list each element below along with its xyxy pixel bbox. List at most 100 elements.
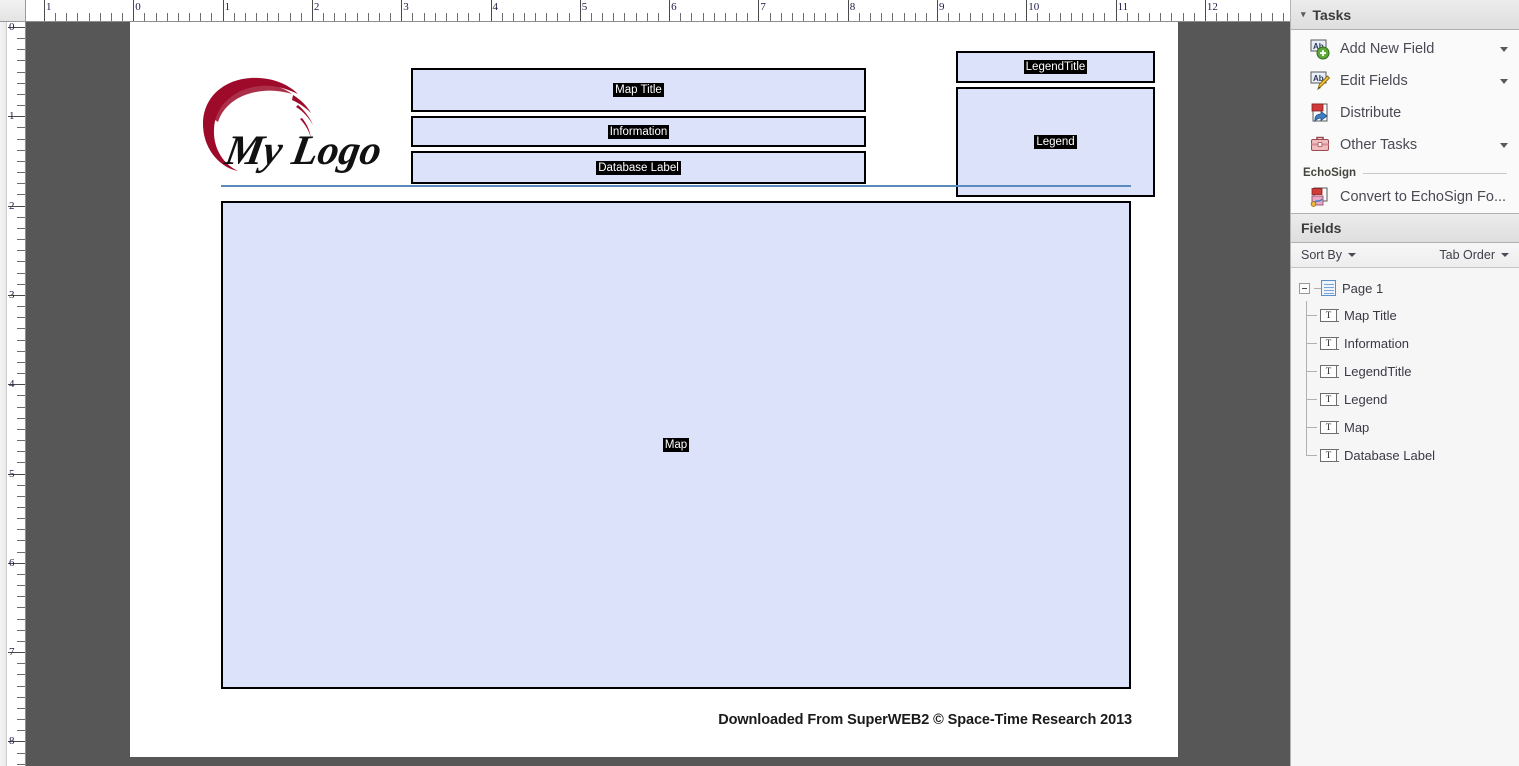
tab-order-caret-icon[interactable]	[1501, 253, 1509, 257]
tree-item-label: LegendTitle	[1344, 363, 1412, 379]
ruler-tick-minor	[646, 13, 648, 21]
ruler-tick-minor	[747, 13, 749, 21]
ruler-tick-minor	[590, 13, 592, 21]
task-item-edit-fields[interactable]: Ab Edit Fields	[1291, 65, 1519, 97]
task-item-label: Edit Fields	[1340, 73, 1408, 89]
ruler-tick-minor	[1149, 13, 1151, 21]
tree-item-legendtitle[interactable]: T LegendTitle	[1306, 357, 1519, 385]
chevron-down-icon[interactable]	[1500, 78, 1508, 84]
tree-root-page-1[interactable]: Page 1	[1291, 275, 1519, 301]
document-page[interactable]: My Logo Map Title Information Database L…	[130, 22, 1178, 757]
ruler-tick-minor	[17, 540, 25, 542]
ruler-tick-major	[222, 0, 224, 21]
ruler-tick-minor	[17, 529, 25, 531]
ruler-tick-minor	[959, 13, 961, 21]
ruler-tick-minor	[17, 361, 25, 363]
ruler-tick-minor	[791, 13, 793, 21]
ruler-tick-minor	[814, 13, 816, 21]
ruler-tick-minor	[17, 149, 25, 151]
expander-collapse-icon[interactable]	[1299, 282, 1310, 294]
ruler-tick-minor	[289, 13, 291, 21]
tree-item-legend[interactable]: T Legend	[1306, 385, 1519, 413]
ruler-tick-minor	[914, 13, 916, 21]
ruler-tick-minor	[736, 13, 738, 21]
page-footer-text: Downloaded From SuperWEB2 © Space-Time R…	[718, 712, 1132, 728]
sort-by-button[interactable]: Sort By	[1301, 248, 1342, 262]
ruler-tick-minor	[769, 13, 771, 21]
ruler-tick-minor	[17, 239, 25, 241]
ruler-tick-label: 5	[581, 1, 588, 13]
ruler-tick-minor	[17, 640, 25, 642]
ruler-tick-minor	[1249, 13, 1251, 21]
other-tasks-icon	[1309, 134, 1331, 156]
ruler-tick-minor	[17, 484, 25, 486]
ruler-tick-minor	[602, 13, 604, 21]
ruler-tick-minor	[948, 13, 950, 21]
form-field-map[interactable]: Map	[221, 201, 1131, 689]
echosign-section-title: EchoSign	[1303, 167, 1357, 179]
tree-item-label: Information	[1344, 335, 1410, 351]
sort-by-caret-icon[interactable]	[1348, 253, 1356, 257]
ruler-tick-minor	[702, 13, 704, 21]
ruler-tick-label: 6	[9, 556, 15, 569]
ruler-tick-minor	[378, 13, 380, 21]
ruler-tick-major	[1026, 0, 1028, 21]
ruler-tick-major	[311, 0, 313, 21]
tree-item-database-label[interactable]: T Database Label	[1306, 441, 1519, 469]
ruler-tick-minor	[17, 440, 25, 441]
ruler-tick-minor	[17, 495, 25, 497]
ruler-tick-minor	[1070, 13, 1072, 21]
ruler-tick-major	[8, 384, 25, 386]
ruler-corner	[0, 0, 26, 22]
ruler-tick-minor	[17, 685, 25, 687]
ruler-tick-major	[8, 116, 25, 118]
ruler-tick-minor	[468, 13, 470, 21]
ruler-tick-label: 12	[1206, 1, 1218, 13]
ruler-tick-minor	[870, 13, 872, 21]
ruler-tick-minor	[55, 13, 57, 21]
ruler-tick-minor	[122, 13, 124, 21]
ruler-tick-major	[8, 205, 25, 207]
document-canvas-workspace[interactable]: My Logo Map Title Information Database L…	[26, 22, 1290, 766]
tree-root-label: Page 1	[1342, 280, 1384, 296]
form-field-database-label[interactable]: Database Label	[411, 151, 866, 184]
form-field-information[interactable]: Information	[411, 116, 866, 147]
ruler-tick-minor	[17, 250, 25, 252]
ruler-tick-label: 8	[9, 735, 15, 748]
tree-item-map[interactable]: T Map	[1306, 413, 1519, 441]
task-item-convert-to-echosign[interactable]: Convert to EchoSign Fo...	[1291, 181, 1519, 213]
ruler-tick-label: 2	[9, 199, 15, 212]
field-label: LegendTitle	[1023, 60, 1088, 74]
ruler-tick-minor	[177, 13, 179, 21]
echosign-section-header: EchoSign	[1291, 161, 1519, 181]
tab-order-button[interactable]: Tab Order	[1439, 248, 1495, 262]
tree-item-map-title[interactable]: T Map Title	[1306, 301, 1519, 329]
task-item-distribute[interactable]: Distribute	[1291, 97, 1519, 129]
ruler-tick-minor	[17, 573, 25, 575]
form-field-map-title[interactable]: Map Title	[411, 68, 866, 112]
svg-text:My Logo: My Logo	[221, 127, 385, 174]
ruler-tick-minor	[17, 674, 25, 676]
tree-item-information[interactable]: T Information	[1306, 329, 1519, 357]
chevron-down-icon[interactable]	[1500, 142, 1508, 148]
tasks-pane-header[interactable]: ▾ Tasks	[1291, 0, 1519, 30]
ruler-tick-minor	[390, 13, 392, 21]
chevron-down-icon[interactable]	[1500, 46, 1508, 52]
ruler-tick-minor	[17, 618, 25, 620]
ruler-tick-label: 1	[224, 1, 231, 13]
ruler-tick-minor	[278, 13, 280, 21]
add-field-icon: Ab	[1309, 38, 1331, 60]
tree-connector	[1314, 287, 1321, 289]
collapse-caret-icon[interactable]: ▾	[1301, 9, 1306, 19]
task-item-label: Convert to EchoSign Fo...	[1340, 189, 1507, 205]
task-item-add-new-field[interactable]: Ab Add New Field	[1291, 33, 1519, 65]
form-field-legend[interactable]: Legend	[956, 87, 1155, 197]
fields-pane-header: Fields	[1291, 213, 1519, 243]
form-field-legendtitle[interactable]: LegendTitle	[956, 51, 1155, 83]
text-field-icon: T	[1320, 336, 1339, 350]
ruler-tick-minor	[691, 13, 693, 21]
ruler-tick-minor	[356, 13, 358, 21]
task-item-other-tasks[interactable]: Other Tasks	[1291, 129, 1519, 161]
